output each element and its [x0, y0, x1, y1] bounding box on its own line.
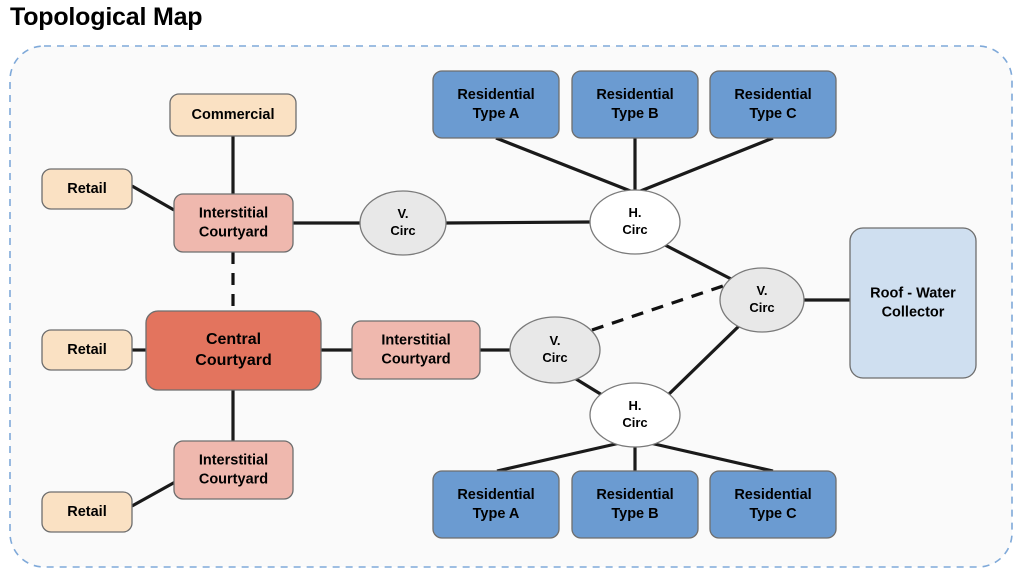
node-label-residential-b-bot: Type B [611, 506, 658, 522]
edge-e-retailbot-interstitialbot [131, 479, 178, 508]
diagram-container-frame [9, 45, 1013, 568]
node-shape-vcirc-right [719, 267, 805, 333]
node-hcirc-top[interactable]: H. Circ [589, 189, 681, 255]
node-label-roof-water: Roof - Water [870, 285, 956, 301]
edge-e-hcirctop-vcircright [664, 243, 736, 283]
node-label-hcirc-bottom: H. [629, 398, 642, 413]
node-shape-retail-bottom [41, 491, 133, 533]
node-label-residential-c-top: Residential [734, 87, 811, 103]
node-label-hcirc-top: H. [629, 205, 642, 220]
node-shape-residential-c-top [709, 70, 837, 139]
node-label-vcirc-right: V. [756, 283, 767, 298]
node-shape-interstitial-bot [173, 440, 294, 500]
edge-e-hcircbottom-vcircright [665, 323, 742, 398]
node-shape-central-courtyard [145, 310, 322, 391]
node-vcirc-mid[interactable]: V. Circ [509, 316, 601, 384]
node-shape-interstitial-top [173, 193, 294, 253]
node-label-residential-b-top: Type B [611, 106, 658, 122]
node-label-commercial: Commercial [191, 107, 274, 123]
node-label-retail-mid: Retail [67, 342, 107, 358]
node-label-residential-c-bot: Type C [749, 506, 797, 522]
node-label-retail-top: Retail [67, 181, 107, 197]
node-label-residential-b-top: Residential [596, 87, 673, 103]
node-label-central-courtyard: Courtyard [195, 352, 271, 369]
node-label-hcirc-top: Circ [622, 222, 647, 237]
node-shape-interstitial-mid [351, 320, 481, 380]
node-shape-retail-mid [41, 329, 133, 371]
edge-e-hcircbot-resa [496, 441, 621, 473]
node-shape-residential-b-bot [571, 470, 699, 539]
node-label-vcirc-left: Circ [390, 223, 415, 238]
node-shape-vcirc-left [359, 190, 447, 256]
node-label-central-courtyard: Central [206, 331, 261, 348]
node-label-residential-a-top: Type A [473, 106, 520, 122]
node-label-roof-water: Collector [882, 304, 945, 320]
node-shape-hcirc-top [589, 189, 681, 255]
node-shape-vcirc-mid [509, 316, 601, 384]
edge-e-vcircleft-hcirctop [445, 220, 591, 225]
node-shape-commercial [169, 93, 297, 137]
node-vcirc-right[interactable]: V. Circ [719, 267, 805, 333]
node-label-residential-a-bot: Type A [473, 506, 520, 522]
node-label-residential-c-top: Type C [749, 106, 797, 122]
node-label-interstitial-top: Courtyard [199, 224, 268, 240]
node-shape-residential-a-bot [432, 470, 560, 539]
node-retail-bottom[interactable]: Retail [41, 491, 133, 533]
node-label-interstitial-mid: Courtyard [381, 351, 450, 367]
node-label-vcirc-right: Circ [749, 300, 774, 315]
node-retail-mid[interactable]: Retail [41, 329, 133, 371]
edges-layer [131, 136, 850, 508]
node-shape-residential-b-top [571, 70, 699, 139]
edge-e-resc-hcirctop [637, 136, 774, 194]
node-label-residential-a-top: Residential [457, 87, 534, 103]
node-label-vcirc-left: V. [397, 206, 408, 221]
edge-e-resa-hcirctop [495, 136, 634, 194]
node-label-residential-b-bot: Residential [596, 487, 673, 503]
node-label-interstitial-top: Interstitial [199, 205, 268, 221]
page-title: Topological Map [10, 3, 203, 31]
node-label-residential-c-bot: Residential [734, 487, 811, 503]
node-label-hcirc-bottom: Circ [622, 415, 647, 430]
edge-e-vcircmid-vcircright [591, 283, 727, 332]
node-shape-residential-a-top [432, 70, 560, 139]
node-label-interstitial-bot: Interstitial [199, 452, 268, 468]
node-label-retail-bottom: Retail [67, 504, 107, 520]
node-retail-top[interactable]: Retail [41, 168, 133, 210]
node-label-interstitial-mid: Interstitial [381, 332, 450, 348]
node-label-interstitial-bot: Courtyard [199, 471, 268, 487]
node-shape-hcirc-bottom [589, 382, 681, 448]
node-shape-roof-water [849, 227, 977, 379]
node-hcirc-bottom[interactable]: H. Circ [589, 382, 681, 448]
node-shape-retail-top [41, 168, 133, 210]
node-label-residential-a-bot: Residential [457, 487, 534, 503]
edge-e-hcircbot-resc [649, 441, 774, 473]
node-label-vcirc-mid: V. [549, 333, 560, 348]
node-commercial[interactable]: Commercial [169, 93, 297, 137]
node-shape-residential-c-bot [709, 470, 837, 539]
edge-e-retailtop-interstitial [131, 184, 175, 212]
node-vcirc-left[interactable]: V. Circ [359, 190, 447, 256]
node-label-vcirc-mid: Circ [542, 350, 567, 365]
nodes-layer: CommercialRetailRetailRetailInterstitial… [41, 70, 977, 539]
